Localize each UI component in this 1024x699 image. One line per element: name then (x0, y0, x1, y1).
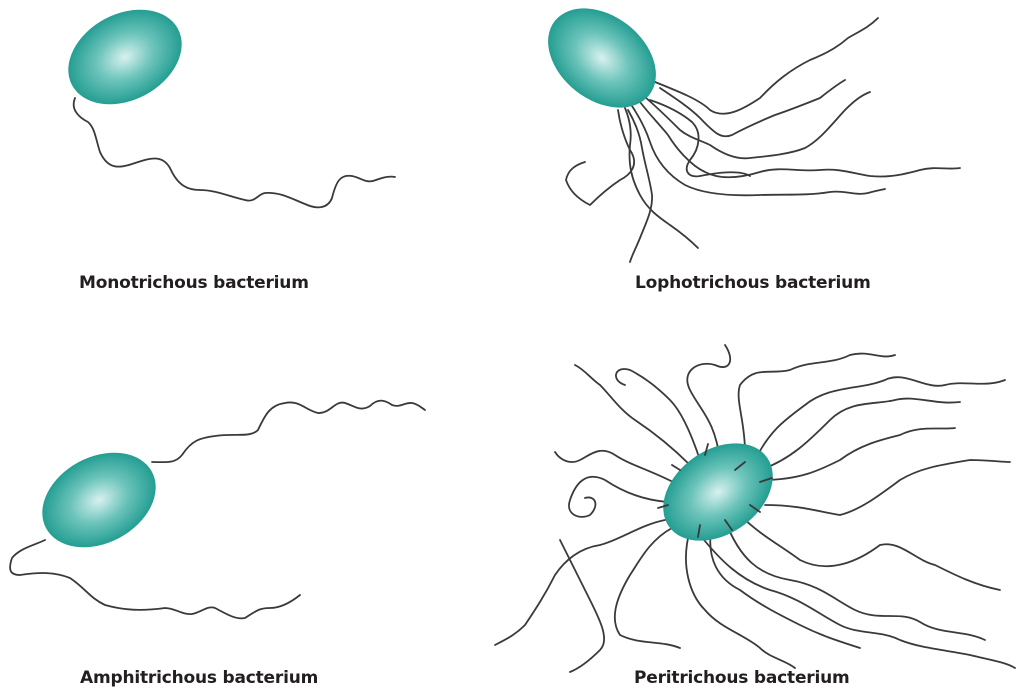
flagellum (613, 527, 681, 649)
flagellum (737, 352, 896, 453)
flagellum (724, 519, 986, 641)
flagellum (9, 539, 301, 620)
monotrichous-panel (68, 9, 396, 209)
bacterium-cell (548, 8, 656, 108)
flagellum (574, 364, 691, 466)
flagellum (624, 107, 699, 249)
flagellum (649, 99, 751, 178)
flagellum (151, 399, 426, 464)
flagellum (686, 344, 732, 461)
flagellum (559, 539, 605, 673)
panel-label-lophotrichous: Lophotrichous bacterium (635, 273, 871, 293)
flagellum (615, 368, 701, 461)
flagellum (554, 449, 676, 484)
flagellum (631, 105, 886, 197)
flagellum (709, 524, 861, 649)
flagellum (685, 529, 796, 669)
flagellum (568, 475, 669, 518)
flagellum (754, 376, 1006, 461)
amphitrichous-panel (9, 399, 426, 620)
peritrichous-panel (494, 344, 1016, 673)
lophotrichous-panel (548, 8, 961, 263)
flagellum (627, 109, 653, 263)
flagellum (761, 427, 956, 481)
panel-label-peritrichous: Peritrichous bacterium (634, 668, 850, 688)
flagellum (654, 17, 879, 115)
panel-label-amphitrichous: Amphitrichous bacterium (80, 668, 319, 688)
panel-label-monotrichous: Monotrichous bacterium (79, 273, 309, 293)
flagellum (759, 397, 961, 471)
flagellum (699, 534, 1016, 669)
flagellum (639, 101, 961, 179)
flagellum (494, 519, 666, 646)
flagellum (565, 109, 635, 206)
bacterium-cell (68, 9, 182, 105)
flagellum (764, 459, 1011, 516)
flagellum (659, 79, 846, 138)
bacterium-cell (42, 452, 156, 548)
flagellum (739, 514, 1001, 591)
flagellum (644, 91, 871, 160)
flagella-base-marks (657, 443, 773, 538)
flagellum (72, 97, 396, 209)
bacterium-cell (663, 443, 773, 541)
